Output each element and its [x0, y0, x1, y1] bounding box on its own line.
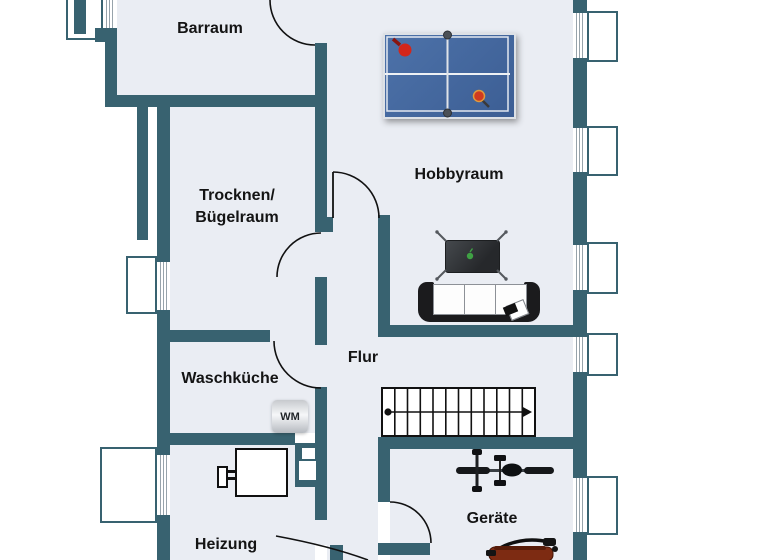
floor-barraum [117, 0, 315, 95]
net-post [443, 108, 452, 118]
door-arc-icon [273, 340, 322, 389]
wall [378, 215, 390, 337]
floor-door-gap [315, 0, 327, 43]
wall [105, 95, 327, 107]
wall [573, 532, 587, 560]
wall [378, 325, 587, 337]
window-glazing [573, 245, 587, 290]
wall [573, 58, 587, 128]
door-arc-icon [269, 0, 316, 46]
wall [315, 387, 327, 443]
paddle-handle [481, 99, 490, 108]
wall [137, 107, 148, 240]
lawn-mower-icon [486, 538, 558, 560]
sofa-armrest [418, 282, 434, 322]
wall [378, 437, 573, 449]
window-glazing [573, 13, 587, 58]
wall [157, 330, 270, 342]
window-glazing [573, 478, 587, 532]
room-label-hobbyraum: Hobbyraum [414, 166, 504, 183]
wall [157, 310, 170, 455]
floor-door-gap [315, 232, 327, 277]
wall [378, 449, 390, 502]
window-icon [100, 447, 157, 523]
sofa-icon [418, 282, 540, 322]
boiler-pipe [226, 477, 235, 480]
floor-door-gap [315, 345, 327, 387]
room-label-line: Bügelraum [195, 209, 279, 226]
wall [105, 28, 117, 107]
window-icon [587, 476, 618, 535]
chimney-flue [299, 461, 316, 480]
boiler-icon [235, 448, 288, 497]
floor-flur-south [327, 438, 378, 560]
wall [573, 172, 587, 245]
room-label-flur: Flur [347, 349, 379, 366]
wall [157, 515, 170, 560]
room-label-barraum: Barraum [177, 20, 243, 37]
window-glazing [157, 455, 170, 515]
door-arc-icon [276, 232, 322, 278]
stairs-arrow [522, 406, 532, 418]
wall [315, 487, 327, 520]
washing-machine-icon: WM [272, 400, 308, 433]
window-icon [126, 256, 157, 314]
room-label-waschkueche: Waschküche [181, 370, 279, 387]
window-icon [587, 242, 618, 294]
wall [315, 107, 327, 217]
tv-details [435, 230, 508, 281]
stairs-start-dot [384, 408, 392, 416]
paddle-handle [391, 37, 402, 47]
wall [573, 290, 587, 337]
room-label-geraete: Geräte [466, 510, 518, 527]
window-glazing [103, 0, 117, 28]
wall [74, 0, 86, 34]
door-arc-icon [332, 171, 380, 219]
paddle-icon [398, 43, 412, 57]
window-glazing [573, 128, 587, 172]
bicycle-icon [456, 449, 554, 492]
wall [170, 433, 295, 445]
floor-door-gap [315, 520, 327, 545]
sofa-base [424, 313, 534, 322]
room-label-line: Trocknen/ [199, 187, 275, 204]
wall [573, 0, 587, 13]
net-post [443, 30, 452, 40]
window-glazing [157, 262, 170, 310]
window-glazing [573, 337, 587, 372]
floor-door-gap [270, 330, 315, 342]
chimney-flue [302, 448, 315, 459]
window-icon [587, 333, 618, 376]
window-icon [587, 126, 618, 176]
window-icon [587, 11, 618, 62]
stairs-icon [381, 387, 536, 437]
wall-door-jamb [315, 217, 333, 232]
ping-pong-details [385, 30, 510, 118]
room-label-trocknen-buegelraum: Trocknen/ Bügelraum [195, 185, 279, 229]
wall [378, 543, 430, 555]
wall [315, 43, 327, 95]
boiler-pipe [226, 470, 235, 473]
wall [573, 372, 587, 478]
door-arc-icon [389, 501, 432, 544]
wall [157, 107, 170, 262]
tv-logo-icon [466, 248, 474, 260]
door-arc-icon [275, 535, 369, 560]
paddle-icon [472, 89, 486, 103]
wall [315, 277, 327, 345]
floor-trocknen [170, 107, 315, 330]
room-label-heizung: Heizung [194, 536, 258, 553]
